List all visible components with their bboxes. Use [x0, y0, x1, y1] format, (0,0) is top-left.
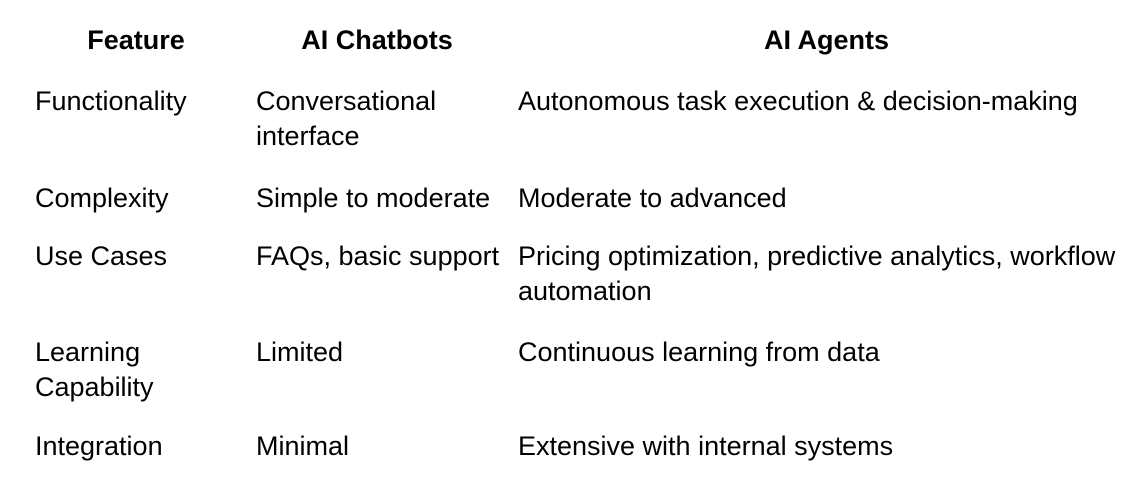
cell-functionality-agents: Autonomous task execution & decision-mak…: [518, 86, 1078, 116]
table-header-row: Feature AI Chatbots AI Agents: [25, 23, 1146, 58]
column-header-ai-agents: AI Agents: [763, 25, 889, 55]
table-row: Integration Minimal Extensive with inter…: [25, 429, 1146, 464]
table-row: Functionality Conversational interface A…: [25, 84, 1146, 154]
column-header-feature: Feature: [87, 25, 185, 55]
cell-integration-chatbots: Minimal: [256, 431, 350, 461]
row-label-use-cases: Use Cases: [35, 241, 168, 271]
cell-functionality-chatbots: Conversational interface: [256, 86, 437, 151]
row-label-integration: Integration: [35, 431, 163, 461]
column-header-ai-chatbots: AI Chatbots: [301, 25, 453, 55]
cell-complexity-agents: Moderate to advanced: [518, 183, 787, 213]
cell-integration-agents: Extensive with internal systems: [518, 431, 894, 461]
cell-use-cases-chatbots: FAQs, basic support: [256, 241, 500, 271]
cell-use-cases-agents: Pricing optimization, predictive analyti…: [518, 241, 1116, 306]
cell-complexity-chatbots: Simple to moderate: [256, 183, 491, 213]
cell-learning-capability-chatbots: Limited: [256, 337, 344, 367]
table-row: Complexity Simple to moderate Moderate t…: [25, 181, 1146, 216]
table-row: Learning Capability Limited Continuous l…: [25, 335, 1146, 405]
cell-learning-capability-agents: Continuous learning from data: [518, 337, 880, 367]
table-row: Use Cases FAQs, basic support Pricing op…: [25, 239, 1146, 309]
row-label-complexity: Complexity: [35, 183, 169, 213]
row-label-functionality: Functionality: [35, 86, 187, 116]
row-label-learning-capability: Learning Capability: [35, 337, 154, 402]
